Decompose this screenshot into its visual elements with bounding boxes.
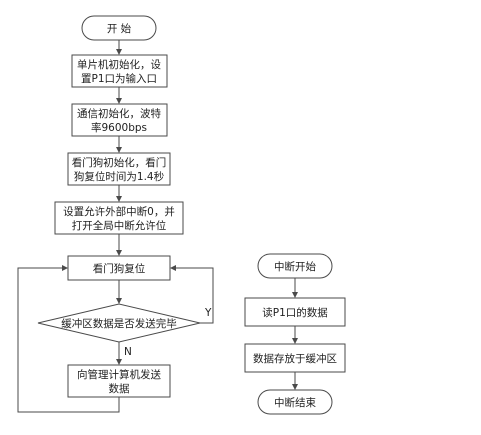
interrupt-flow-connectors (292, 278, 298, 390)
step-watchdog-reset-node: 看门狗复位 (67, 255, 171, 281)
decision-buffer-sent-node: 缓冲区数据是否发送完毕 (37, 303, 201, 343)
step-init-comm-line-2: 率9600bps (91, 121, 147, 134)
step-enable-interrupt-line-1: 设置允许外部中断0，并 (63, 205, 175, 218)
interrupt-end-node: 中断结束 (257, 389, 333, 415)
interrupt-read-port-node: 读P1口的数据 (244, 297, 346, 327)
interrupt-store-buffer-node: 数据存放于缓冲区 (244, 343, 346, 373)
step-enable-interrupt-node: 设置允许外部中断0，并 打开全局中断允许位 (54, 201, 184, 235)
interrupt-start-label: 中断开始 (274, 260, 316, 273)
interrupt-start-node: 中断开始 (257, 253, 333, 279)
interrupt-end-label: 中断结束 (274, 396, 316, 409)
step-send-data-line-2: 数据 (109, 382, 130, 395)
main-start-label: 开 始 (107, 22, 132, 35)
step-watchdog-reset-label: 看门狗复位 (93, 262, 146, 275)
step-send-data-node: 向管理计算机发送 数据 (67, 364, 171, 398)
decision-yes-label: Y (204, 307, 212, 319)
main-start-node: 开 始 (81, 15, 157, 41)
step-send-data-line-1: 向管理计算机发送 (77, 368, 161, 381)
step-enable-interrupt-line-2: 打开全局中断允许位 (72, 219, 167, 232)
step-init-mcu-node: 单片机初始化，设 置P1口为输入口 (71, 54, 168, 88)
interrupt-store-buffer-label: 数据存放于缓冲区 (253, 352, 337, 365)
interrupt-read-port-label: 读P1口的数据 (262, 306, 328, 319)
step-init-watchdog-node: 看门狗初始化，看门 狗复位时间为1.4秒 (67, 152, 171, 186)
main-flow-connectors (17, 40, 214, 413)
decision-no-label: N (124, 346, 132, 358)
step-init-comm-node: 通信初始化，波特 率9600bps (71, 103, 168, 137)
step-init-watchdog-line-1: 看门狗初始化，看门 (72, 156, 167, 169)
step-init-watchdog-line-2: 狗复位时间为1.4秒 (74, 170, 165, 183)
decision-buffer-sent-label: 缓冲区数据是否发送完毕 (61, 317, 177, 330)
step-init-mcu-line-1: 单片机初始化，设 (77, 58, 161, 71)
step-init-mcu-line-2: 置P1口为输入口 (81, 72, 157, 85)
step-init-comm-line-1: 通信初始化，波特 (77, 107, 161, 120)
